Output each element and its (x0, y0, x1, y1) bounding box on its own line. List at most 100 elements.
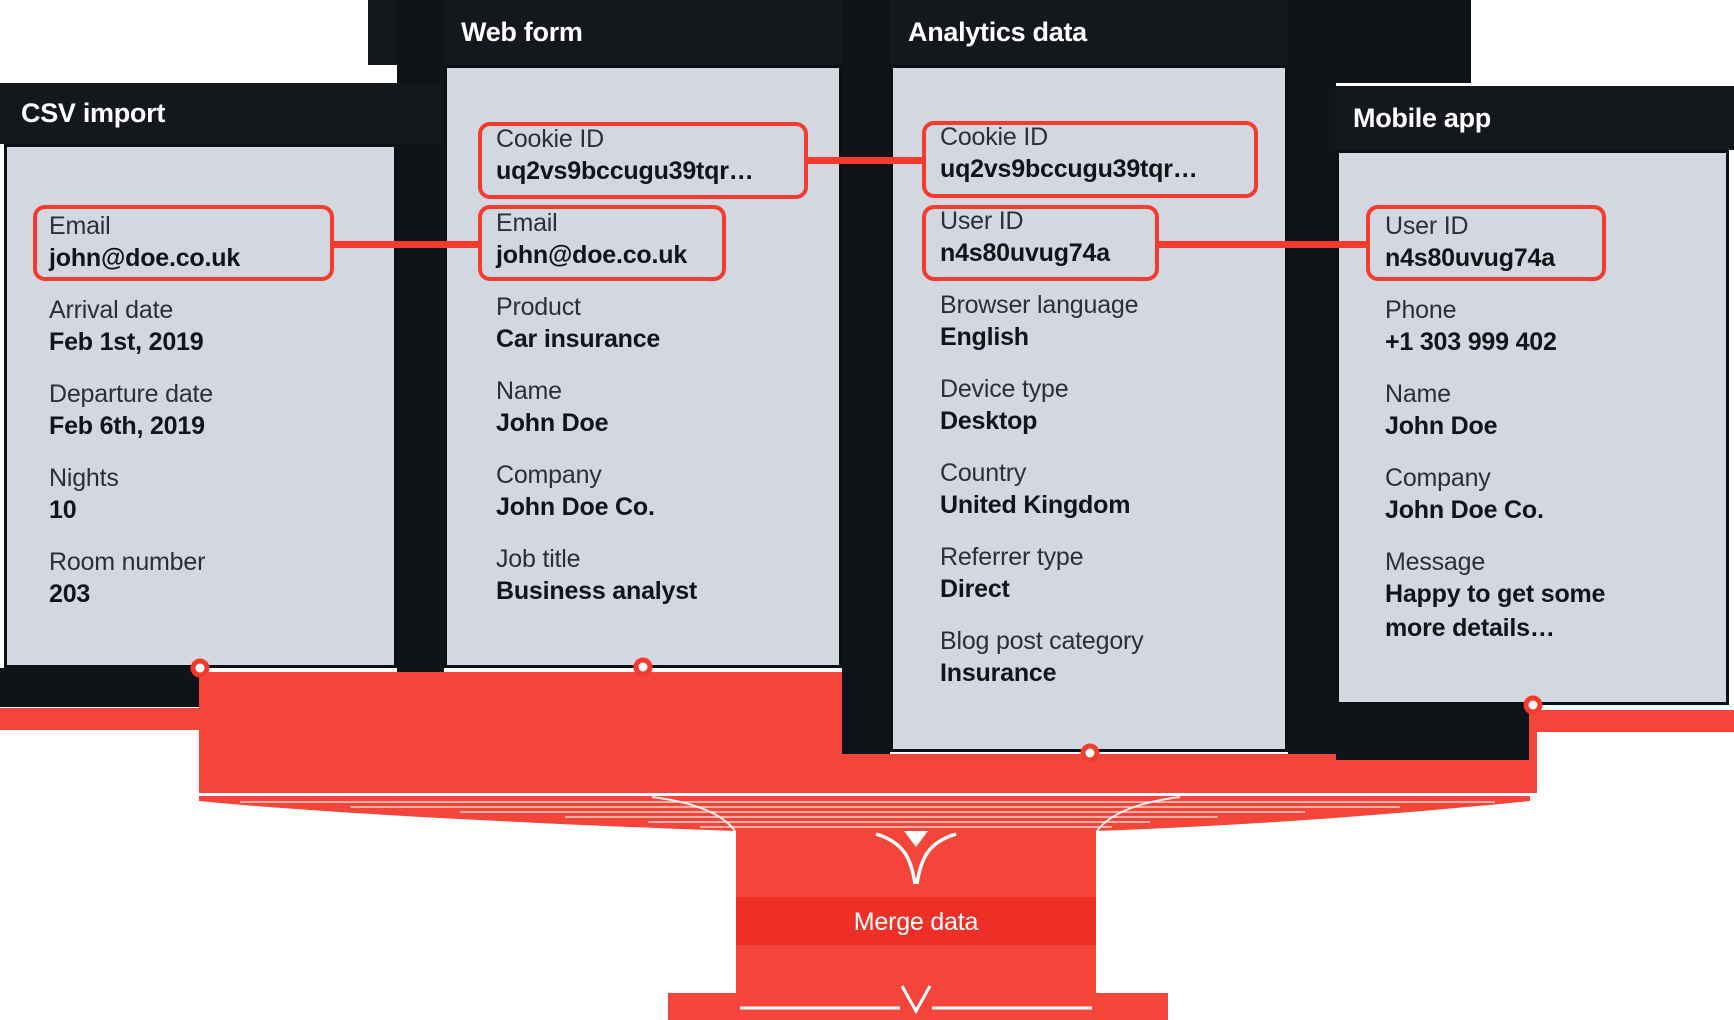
field-value: Desktop (940, 407, 1038, 435)
ribbon-right-stripe (1533, 710, 1734, 732)
mobile-app-header-title: Mobile app (1353, 103, 1491, 133)
field-value: +1 303 999 402 (1385, 328, 1557, 356)
web-form-header-title: Web form (461, 17, 583, 47)
flow-dot-analytics (1080, 743, 1100, 763)
mobile-bottom-strip (1336, 705, 1530, 760)
field-value: uq2vs9bccugu39tqr… (940, 155, 1198, 183)
connector-cookie-id (808, 157, 922, 164)
field-label: Cookie ID (940, 123, 1048, 151)
merge-label-band (736, 897, 1096, 945)
field-value: English (940, 323, 1029, 351)
analytics-header-title: Analytics data (908, 17, 1087, 47)
ribbon-left-stripe (0, 708, 199, 730)
card-analytics-data: Cookie ID uq2vs9bccugu39tqr… User ID n4s80u… (890, 65, 1288, 752)
field-label: Blog post category (940, 627, 1144, 655)
ribbon-mobile (1336, 760, 1530, 793)
field-label: Company (496, 461, 602, 489)
field: Cookie ID uq2vs9bccugu39tqr… (940, 122, 1267, 186)
field-label: Email (49, 212, 111, 240)
field-label: Company (1385, 464, 1491, 492)
field-label: Product (496, 293, 581, 321)
field-value: john@doe.co.uk (49, 244, 241, 272)
field-value: 203 (49, 580, 91, 608)
field-label: User ID (940, 207, 1024, 235)
field: Email john@doe.co.uk (49, 211, 376, 275)
field-value: Feb 1st, 2019 (49, 328, 204, 356)
divider-column (842, 0, 890, 754)
field-value: 10 (49, 496, 77, 524)
ribbon-seam (199, 793, 1530, 796)
field-label: Country (940, 459, 1027, 487)
highlight-analytics-cookie-id (922, 121, 1258, 198)
highlight-csv-email (33, 205, 334, 281)
field-label: Email (496, 209, 558, 237)
connector-email (333, 241, 478, 248)
funnel-notch-icon (904, 831, 928, 847)
field: Cookie ID uq2vs9bccugu39tqr… (496, 124, 821, 188)
highlight-webform-email (478, 205, 726, 281)
flow-dot-csv (190, 658, 210, 678)
field-label: User ID (1385, 212, 1469, 240)
divider-column (1336, 0, 1471, 83)
field-value: John Doe Co. (1385, 496, 1544, 524)
merge-data-label: Merge data (854, 908, 979, 936)
funnel-left-corner-curve (651, 796, 736, 832)
field-label: Browser language (940, 291, 1139, 319)
ribbon-csv-webform (199, 672, 842, 793)
field-value: n4s80uvug74a (940, 239, 1110, 267)
down-arrow-icon (740, 985, 1092, 1015)
highlight-mobile-user-id (1366, 205, 1606, 281)
field: Room number 203 (49, 547, 376, 611)
ribbon-mobile-pipe (1529, 705, 1537, 793)
field-label: Name (1385, 380, 1451, 408)
funnel-v-arrow-icon (875, 832, 957, 885)
field-value: United Kingdom (940, 491, 1131, 519)
field-value: John Doe (1385, 412, 1498, 440)
divider-column (1288, 0, 1336, 760)
field-label: Departure date (49, 380, 213, 408)
connector-user-id (1158, 241, 1366, 248)
flow-dot-web-form (633, 657, 653, 677)
highlight-webform-cookie-id (478, 122, 808, 199)
funnel-right-corner-curve (1096, 796, 1181, 832)
mobile-app-header: Mobile app (1335, 86, 1734, 150)
field-value: Car insurance (496, 325, 661, 353)
csv-bottom-strip (0, 668, 199, 707)
csv-import-header-title: CSV import (21, 98, 166, 128)
flow-dot-mobile (1523, 695, 1543, 715)
csv-import-header: CSV import (0, 83, 476, 144)
field-value: Insurance (940, 659, 1057, 687)
field: User ID n4s80uvug74a (940, 206, 1267, 270)
field-label: Job title (496, 545, 581, 573)
field-value: Direct (940, 575, 1010, 603)
field-value: uq2vs9bccugu39tqr… (496, 157, 754, 185)
field-label: Cookie ID (496, 125, 604, 153)
field-label: Room number (49, 548, 206, 576)
field-label: Message (1385, 548, 1486, 576)
field-value: John Doe Co. (496, 493, 655, 521)
field-value: Business analyst (496, 577, 698, 605)
field: Phone+1 303 999 402 (1385, 295, 1708, 359)
